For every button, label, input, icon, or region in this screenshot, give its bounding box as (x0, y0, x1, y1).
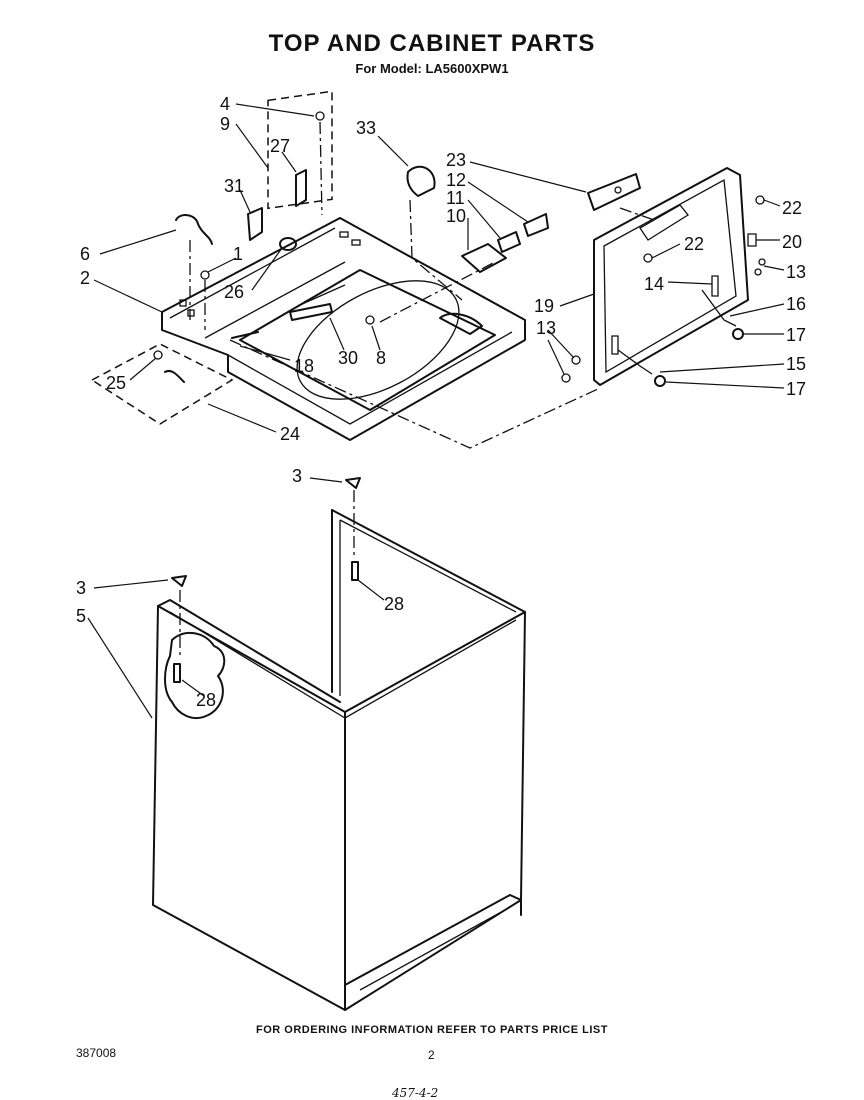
callout-22-upper: 22 (782, 198, 802, 218)
callout-8: 8 (376, 348, 386, 368)
callout-27: 27 (270, 136, 290, 156)
page-title: TOP AND CABINET PARTS (268, 30, 596, 57)
callout-24: 24 (280, 424, 300, 444)
cabinet-drawing (152, 509, 526, 1011)
assembly-guides (90, 90, 655, 655)
callout-30: 30 (338, 348, 358, 368)
callout-13-right: 13 (786, 262, 806, 282)
callout-6: 6 (80, 244, 90, 264)
leader-lines (87, 103, 785, 719)
callout-13-left: 13 (536, 318, 556, 338)
callout-20: 20 (782, 232, 802, 252)
callout-17-lower: 17 (786, 379, 806, 399)
callout-15: 15 (786, 354, 806, 374)
callout-14: 14 (644, 274, 664, 294)
callout-10: 10 (446, 206, 466, 226)
callout-25: 25 (106, 373, 126, 393)
handwritten-note: 457-4-2 (392, 1086, 439, 1100)
callout-23: 23 (446, 150, 466, 170)
callout-3-upper: 3 (292, 466, 302, 486)
callout-18: 18 (294, 356, 314, 376)
document-number: 387008 (76, 1046, 117, 1060)
callout-2: 2 (80, 268, 90, 288)
callout-16: 16 (786, 294, 806, 314)
ordering-note: FOR ORDERING INFORMATION REFER TO PARTS … (256, 1024, 608, 1036)
callout-33: 33 (356, 118, 376, 138)
page-number: 2 (428, 1048, 435, 1062)
callout-28-lower: 28 (196, 690, 216, 710)
callout-26: 26 (224, 282, 244, 302)
callout-22-lower: 22 (684, 234, 704, 254)
callout-labels: 4 9 27 31 33 23 12 11 10 22 22 20 13 6 1… (76, 94, 806, 710)
callout-9: 9 (220, 114, 230, 134)
callout-19: 19 (534, 296, 554, 316)
callout-31: 31 (224, 176, 244, 196)
callout-5: 5 (76, 606, 86, 626)
callout-28-upper: 28 (384, 594, 404, 614)
callout-17-upper: 17 (786, 325, 806, 345)
small-parts (153, 111, 766, 683)
lid-drawing (587, 167, 749, 386)
top-drawing (161, 217, 526, 441)
callout-11: 11 (446, 188, 465, 208)
callout-3-lower: 3 (76, 578, 86, 598)
callout-1: 1 (233, 244, 243, 264)
model-subtitle: For Model: LA5600XPW1 (355, 61, 509, 76)
callout-4: 4 (220, 94, 230, 114)
callout-12: 12 (446, 170, 466, 190)
